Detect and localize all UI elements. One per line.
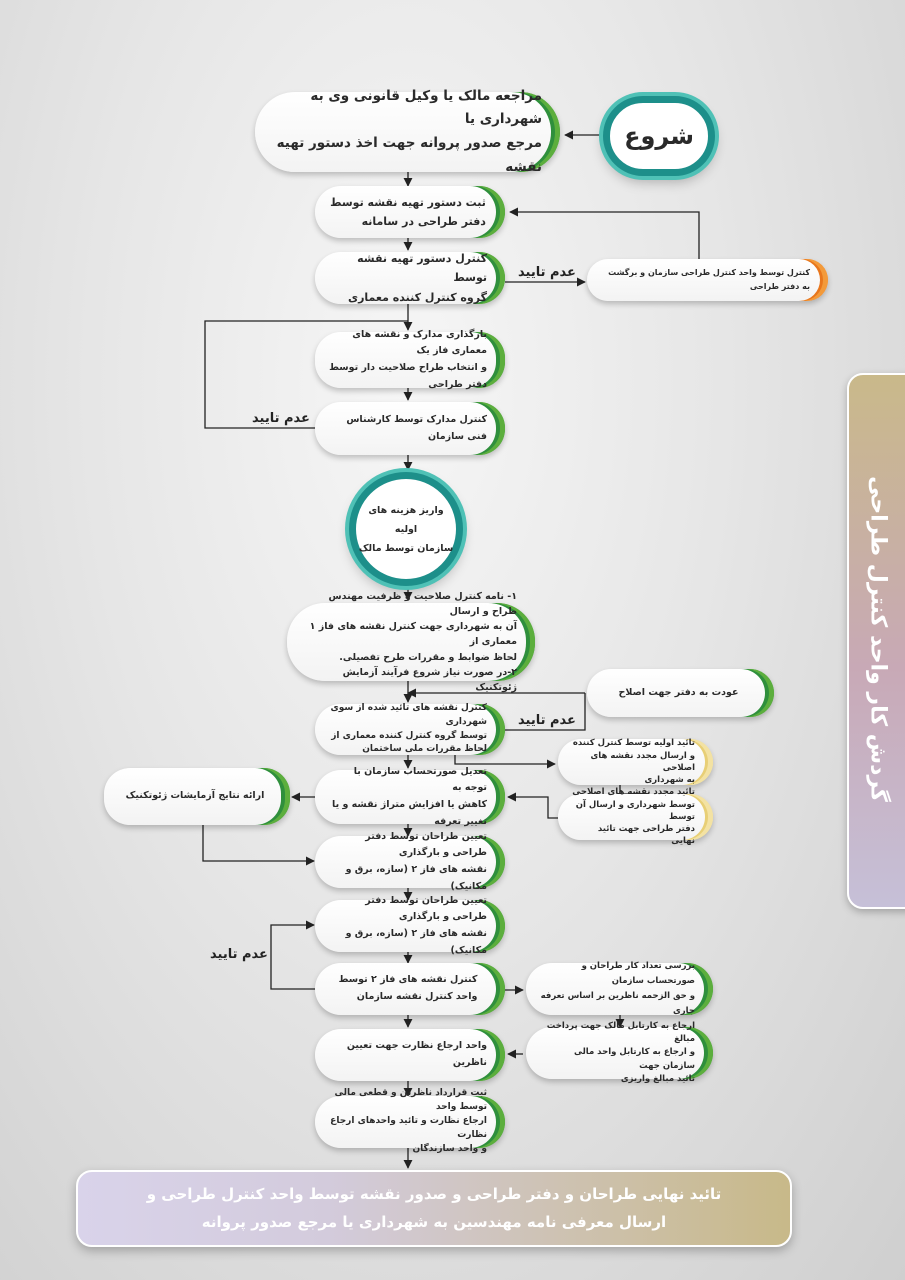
step-owner-request: مراجعه مالک یا وکیل قانونی وی به شهرداری… — [255, 88, 560, 175]
step-expert-check: کنترل مدارک توسط کارشناس فنی سازمان — [315, 402, 505, 455]
arrow-geotech-to-s9 — [202, 825, 315, 866]
side-title-text: گردش کار واحد کنترل طراحی — [865, 476, 891, 802]
side-title-panel — [847, 373, 905, 909]
step-capacity-letter: ۱- نامه کنترل صلاحیت و ظرفیت مهندس طراح … — [287, 591, 535, 693]
step-contract-registration: ثبت قرارداد ناظرین و قطعی مالی توسط واحد… — [315, 1088, 505, 1154]
final-approval-banner: تائید نهایی طراحان و دفتر طراحی و صدور ن… — [76, 1170, 792, 1247]
start-label: شروع — [624, 122, 694, 150]
label-not-approved-3: عدم تایید — [518, 713, 576, 728]
start-node: شروع — [603, 96, 715, 176]
side-fee-review: بررسی تعداد کار طراحان و صورتحساب سازمان… — [526, 961, 713, 1016]
label-not-approved-4: عدم تایید — [210, 947, 268, 962]
label-not-approved-2: عدم تایید — [252, 411, 310, 426]
side-org-control: کنترل توسط واحد کنترل طراحی سازمان و برگ… — [587, 259, 828, 301]
step-supervision-referral: واحد ارجاع نظارت جهت تعیین ناظرین — [315, 1029, 505, 1081]
label-not-approved-1: عدم تایید — [518, 265, 576, 280]
side-return-to-office: عودت به دفتر جهت اصلاح — [587, 669, 774, 717]
arrow-org-back-to-s2 — [509, 207, 700, 259]
arrow-final-to-s8 — [507, 792, 558, 819]
side-geotech-results: ارائه نتایج آزمایشات ژئوتکنیک — [104, 768, 290, 825]
arrow-s11-reject-loop — [270, 920, 318, 990]
